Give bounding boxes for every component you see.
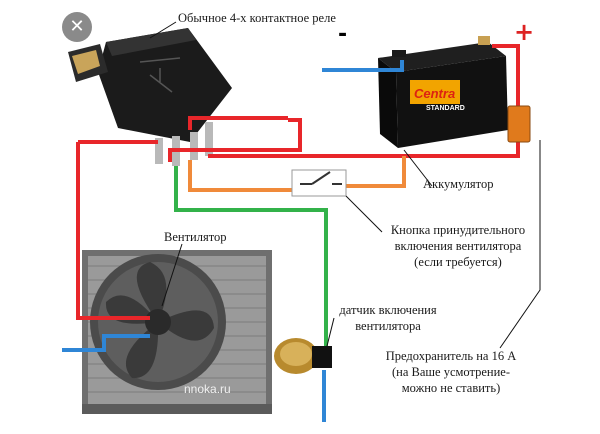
plus-sign: + [514, 18, 535, 46]
callout-button [345, 195, 383, 233]
callout-fuse [499, 140, 541, 349]
positive-wire-relay-coil [188, 116, 288, 130]
battery-icon: Centra STANDARD [378, 36, 508, 148]
callout-sensor [325, 317, 335, 351]
fan-label: Вентилятор [164, 230, 227, 244]
wires [62, 44, 520, 422]
negative-wire-battery [322, 60, 404, 72]
positive-wire-terminal [492, 44, 520, 106]
positive-wire-relay-top [168, 118, 302, 162]
callout-fan [161, 243, 183, 307]
minus-sign: - [338, 22, 348, 47]
close-icon[interactable]: ✕ [62, 12, 92, 42]
callout-battery [403, 149, 433, 187]
button-label: Кнопка принудительного включения вентиля… [390, 223, 526, 269]
relay-label: Обычное 4-х контактное реле [178, 11, 336, 25]
callout-lines [149, 21, 541, 351]
switch-wire-right [344, 156, 406, 188]
sensor-wire [174, 166, 328, 352]
positive-wire-battery [208, 142, 520, 158]
callout-relay [149, 21, 177, 39]
relay-icon [68, 28, 232, 166]
battery-model: STANDARD [426, 105, 465, 112]
fuse-label: Предохранитель на 16 А (на Ваше усмотрен… [385, 349, 517, 395]
switch-wire-left [188, 160, 300, 192]
negative-wire-fan [62, 334, 150, 352]
fan-icon [82, 250, 272, 414]
fuse-icon [507, 105, 531, 143]
battery-label: Аккумулятор [423, 177, 494, 191]
positive-wire-fan [76, 142, 150, 320]
temperature-sensor-icon [274, 338, 332, 374]
battery-brand: Centra [414, 86, 455, 101]
watermark: nnoka.ru [184, 382, 231, 396]
switch-icon [291, 169, 347, 197]
sensor-label: датчик включения вентилятора [339, 303, 437, 333]
